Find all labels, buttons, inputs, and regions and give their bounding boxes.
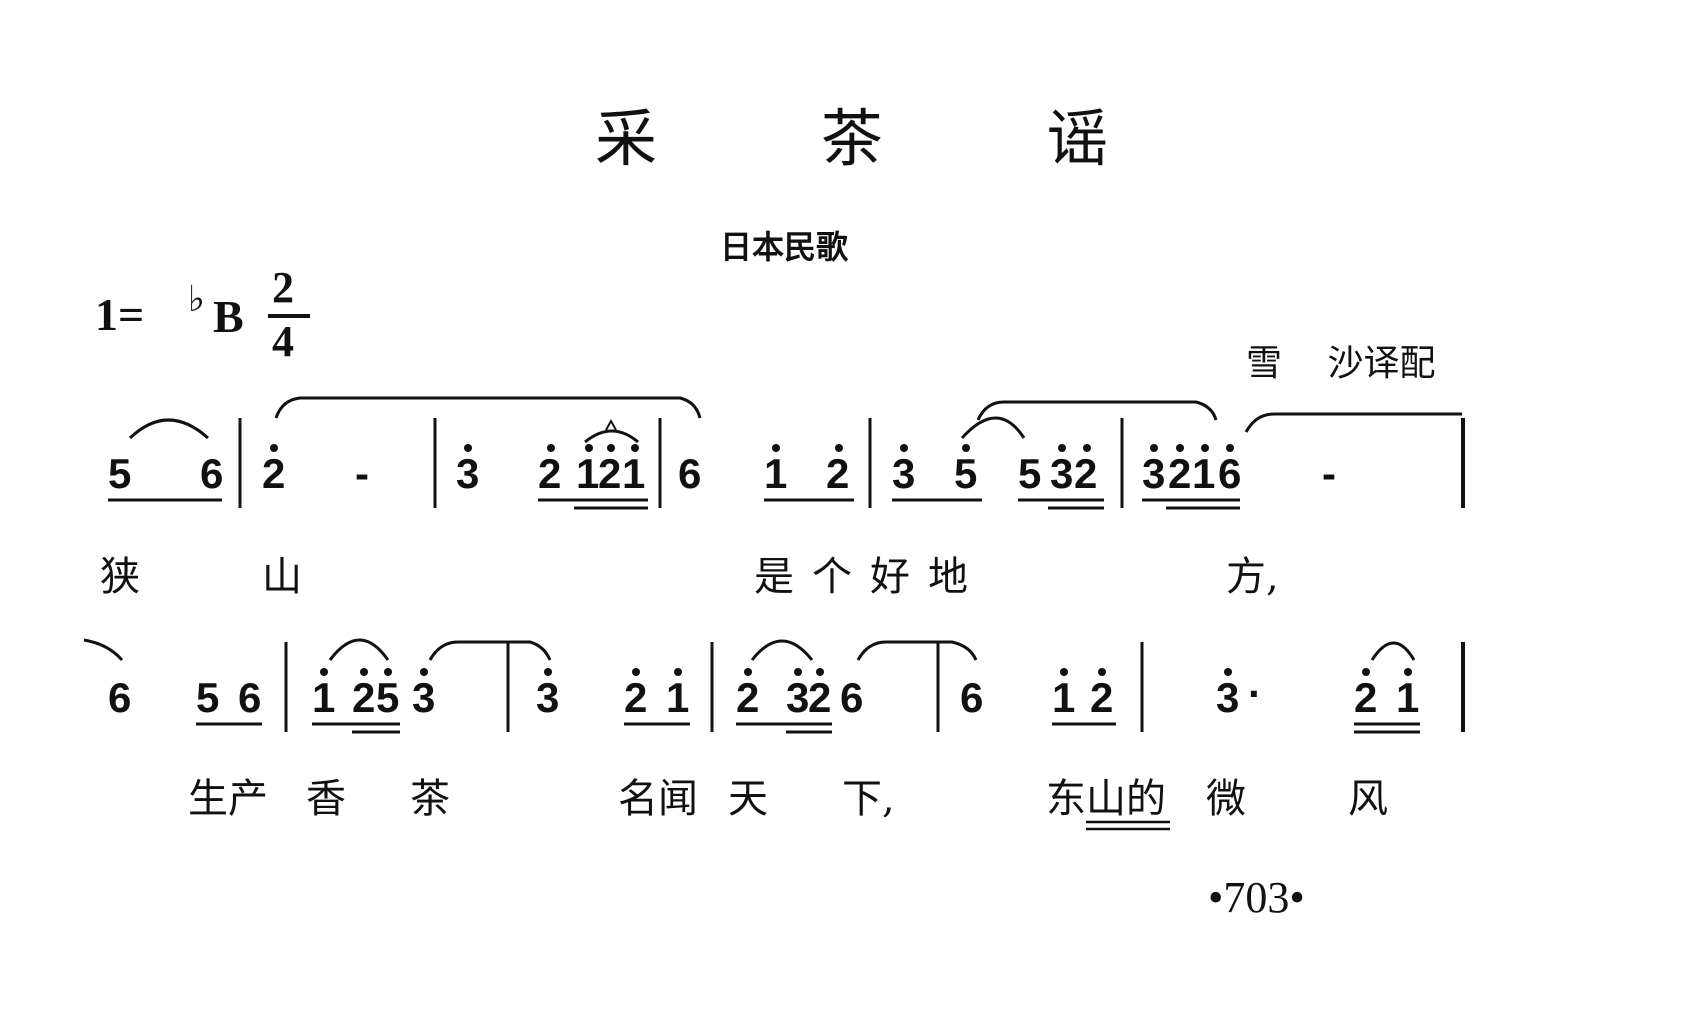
lyric: 下, (842, 776, 895, 822)
note: 1 (622, 450, 645, 497)
note: 1 (312, 674, 335, 721)
note: 2 (736, 674, 759, 721)
slurs (83, 638, 1416, 662)
beams (196, 722, 1420, 734)
note: 3 (1142, 450, 1165, 497)
note: 3 (786, 674, 809, 721)
lyric: 方, (1226, 554, 1279, 600)
note: 1 (764, 450, 787, 497)
note: 6 (108, 674, 131, 721)
lyric: 山的 (1086, 776, 1166, 822)
note: 2 (624, 674, 647, 721)
note: 5 (1018, 450, 1041, 497)
note: 2 (598, 450, 621, 497)
lyric: 风 (1348, 776, 1388, 822)
key-name: B (213, 291, 244, 342)
time-signature-line (268, 314, 310, 318)
note: 3 (892, 450, 915, 497)
note: 1 (666, 674, 689, 721)
lyric-underline (1086, 820, 1170, 831)
note: 1 (1052, 674, 1075, 721)
lyric: 东 (1046, 776, 1086, 822)
note: 5 (196, 674, 219, 721)
note: 1 (1396, 674, 1419, 721)
note: 2 (262, 450, 285, 497)
song-origin: 日本民歌 (720, 228, 849, 266)
note: 2 (1090, 674, 1113, 721)
lyric: 名闻 (618, 776, 698, 822)
note: - (1322, 450, 1336, 497)
augmentation-dot: · (1248, 670, 1262, 717)
beams (108, 498, 1240, 510)
note: 1 (1192, 450, 1215, 497)
lyric: 生产 (188, 776, 268, 822)
bar-lines (284, 642, 1465, 732)
note: 3 (456, 450, 479, 497)
octave-dots (320, 668, 1412, 676)
arranger-credit: 雪 沙译配 (1246, 343, 1436, 384)
note: 6 (1218, 450, 1241, 497)
lyric: 茶 (410, 776, 450, 822)
note: 6 (960, 674, 983, 721)
lyric: 微 (1206, 776, 1246, 822)
score-line-2: 6 5 6 1 2 5 3 3 2 1 2 3 2 6 6 1 2 3 · 2 … (83, 638, 1465, 831)
key-prefix: 1= (95, 289, 145, 340)
note: 6 (200, 450, 223, 497)
note: - (355, 450, 369, 497)
time-signature-bottom: 4 (272, 317, 294, 366)
note: 3 (1216, 674, 1239, 721)
lyric: 狭 (100, 554, 140, 600)
note: 2 (1074, 450, 1097, 497)
note: 6 (678, 450, 701, 497)
slurs (128, 396, 1462, 444)
bar-lines (238, 418, 1465, 508)
note: 2 (1168, 450, 1191, 497)
lyric: 是个好地 (754, 554, 986, 600)
note: 1 (576, 450, 599, 497)
time-signature-top: 2 (272, 263, 294, 312)
note: 5 (376, 674, 399, 721)
note: 3 (1050, 450, 1073, 497)
lyric: 香 (306, 776, 346, 822)
note: 3 (412, 674, 435, 721)
note: 5 (954, 450, 977, 497)
note: 2 (1354, 674, 1377, 721)
score-line-1: 5 6 2 - 3 2 1 2 1 6 1 2 3 5 5 3 2 3 2 1 … (108, 396, 1465, 510)
flat-sign: ♭ (188, 278, 205, 320)
note: 2 (538, 450, 561, 497)
note: 2 (826, 450, 849, 497)
lyric: 天 (728, 776, 768, 822)
note: 3 (536, 674, 559, 721)
note: 2 (808, 674, 831, 721)
song-title: 采 茶 谣 (595, 102, 1181, 175)
note: 6 (238, 674, 261, 721)
note: 5 (108, 450, 131, 497)
lyric: 山 (262, 554, 302, 600)
note: 2 (352, 674, 375, 721)
octave-dots (270, 444, 1234, 452)
note: 6 (840, 674, 863, 721)
page-number: •703• (1208, 873, 1305, 922)
